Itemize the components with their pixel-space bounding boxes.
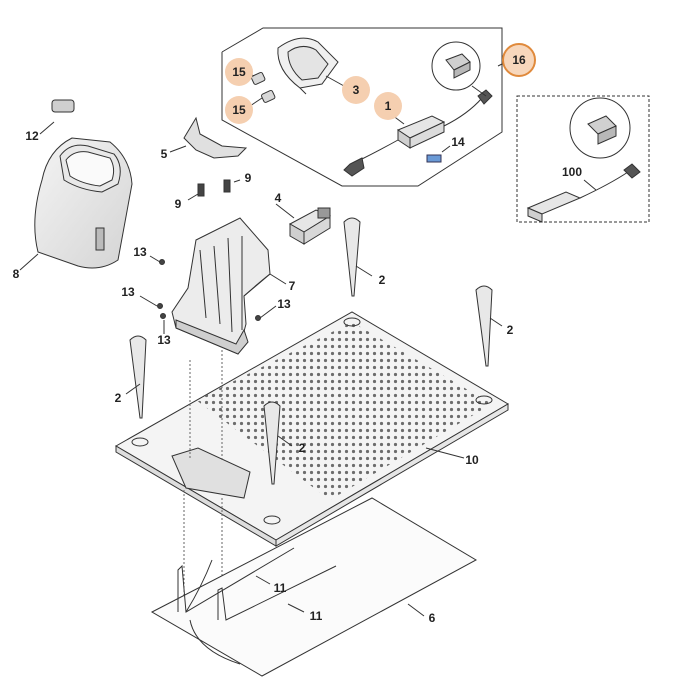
callout-2c[interactable]: 2 bbox=[114, 391, 122, 405]
connector-part bbox=[288, 207, 332, 245]
cover-part bbox=[277, 37, 339, 95]
bracket-part bbox=[183, 116, 248, 159]
callout-7[interactable]: 7 bbox=[288, 279, 296, 293]
leader-13b bbox=[139, 295, 158, 307]
leader-14 bbox=[441, 145, 451, 153]
callout-highlight-16 bbox=[502, 43, 536, 77]
callout-9b[interactable]: 9 bbox=[244, 171, 252, 185]
callout-4[interactable]: 4 bbox=[274, 191, 282, 205]
callout-highlight-15a bbox=[225, 58, 253, 86]
connector-detail bbox=[431, 41, 487, 97]
leader-13a bbox=[149, 255, 161, 263]
callout-1[interactable]: 1 bbox=[384, 99, 392, 113]
base-plate-part bbox=[115, 311, 509, 547]
callout-14[interactable]: 14 bbox=[451, 135, 465, 149]
power-supply-part bbox=[343, 89, 493, 177]
peg-part-left bbox=[129, 335, 147, 419]
callout-9a[interactable]: 9 bbox=[174, 197, 182, 211]
callout-16[interactable]: 16 bbox=[512, 53, 526, 67]
station-body-part bbox=[171, 217, 271, 355]
leader-2c bbox=[125, 383, 141, 395]
leader-12 bbox=[39, 121, 55, 135]
callout-13b[interactable]: 13 bbox=[121, 285, 135, 299]
leader-13d bbox=[259, 305, 277, 319]
leader-11b bbox=[287, 603, 305, 613]
callout-highlight-15b bbox=[225, 96, 253, 124]
callout-8[interactable]: 8 bbox=[12, 267, 20, 281]
callout-13c[interactable]: 13 bbox=[157, 333, 171, 347]
hood-part bbox=[34, 137, 133, 269]
callout-12[interactable]: 12 bbox=[25, 129, 39, 143]
leader-3 bbox=[325, 75, 345, 87]
leader-10 bbox=[425, 447, 465, 459]
callout-highlight-1 bbox=[374, 92, 402, 120]
leader-2a bbox=[355, 265, 373, 277]
leader-4 bbox=[275, 203, 295, 219]
callout-13d[interactable]: 13 bbox=[277, 297, 291, 311]
callout-10[interactable]: 10 bbox=[465, 453, 479, 467]
leader-9a bbox=[187, 193, 199, 201]
callout-11b[interactable]: 11 bbox=[309, 609, 323, 623]
callout-13a[interactable]: 13 bbox=[133, 245, 147, 259]
leader-6 bbox=[407, 603, 425, 617]
leader-5 bbox=[169, 145, 187, 153]
leader-100 bbox=[583, 179, 597, 191]
callout-100[interactable]: 100 bbox=[561, 165, 583, 179]
leader-2d bbox=[277, 435, 293, 447]
callout-2a[interactable]: 2 bbox=[378, 273, 386, 287]
wire-part bbox=[177, 547, 337, 665]
clip-part bbox=[251, 71, 276, 103]
callout-2d[interactable]: 2 bbox=[298, 441, 306, 455]
callout-15b[interactable]: 15 bbox=[232, 103, 246, 117]
peg-part-front bbox=[263, 401, 281, 485]
pin-part bbox=[197, 179, 231, 197]
callout-5[interactable]: 5 bbox=[160, 147, 168, 161]
callout-15a[interactable]: 15 bbox=[232, 65, 246, 79]
detail-power-supply bbox=[526, 97, 641, 223]
peg-part-right bbox=[475, 285, 493, 367]
leader-7 bbox=[269, 273, 287, 285]
callout-highlight-3 bbox=[342, 76, 370, 104]
peg-part-top bbox=[343, 217, 361, 297]
callout-6[interactable]: 6 bbox=[428, 611, 436, 625]
label-sticker-part bbox=[426, 154, 442, 163]
leader-11a bbox=[255, 575, 271, 585]
leader-2b bbox=[489, 317, 503, 327]
badge-part bbox=[51, 99, 75, 113]
mat-part bbox=[150, 497, 478, 677]
leader-9b bbox=[233, 179, 241, 183]
callout-11a[interactable]: 11 bbox=[273, 581, 287, 595]
callout-3[interactable]: 3 bbox=[352, 83, 360, 97]
leader-8 bbox=[19, 253, 39, 271]
callout-2b[interactable]: 2 bbox=[506, 323, 514, 337]
